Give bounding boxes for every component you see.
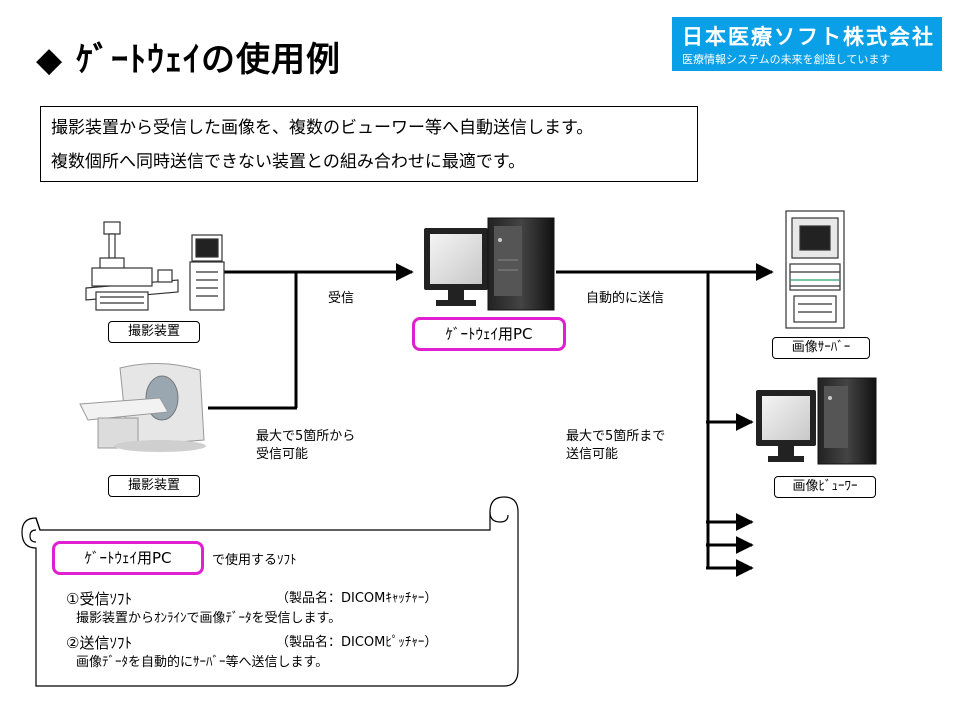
server-label: 画像ｻｰﾊﾞｰ [772,337,870,359]
scroll-heading: で使用するｿﾌﾄ [212,553,297,568]
soft2-name: ②送信ｿﾌﾄ [66,634,132,652]
gateway-label: ｹﾞｰﾄｳｪｲ用PC [412,317,566,351]
intro-box: 撮影装置から受信した画像を、複数のビューワー等へ自動送信します。 複数個所へ同時… [40,106,698,182]
viewer-label: 画像ﾋﾞｭｰﾜｰ [774,476,876,498]
auto-send-label: 自動的に送信 [586,291,665,306]
send-limit-line-2: 送信可能 [566,447,619,462]
workstation-icon [189,234,225,311]
soft1-name: ①受信ｿﾌﾄ [66,590,132,608]
send-limit-line-1: 最大で5箇所まで [566,429,666,444]
ct-scanner-icon [79,363,206,452]
receive-limit-note: 最大で5箇所から 受信可能 [256,428,355,464]
send-limit-note: 最大で5箇所まで 送信可能 [566,428,665,464]
image-server-icon [785,210,845,329]
company-logo: 日本医療ソフト株式会社 医療情報システムの未来を創造しています [672,17,942,71]
modality-label-1: 撮影装置 [108,321,200,343]
receive-limit-line-2: 受信可能 [256,447,309,462]
scroll-gateway-label: ｹﾞｰﾄｳｪｲ用PC [52,541,204,575]
receive-limit-line-1: 最大で5箇所から [256,429,356,444]
xray-device-icon [85,221,179,311]
connector-lines [208,263,774,577]
soft2-desc: 画像ﾃﾞｰﾀを自動的にｻｰﾊﾞｰ等へ送信します。 [76,655,329,670]
page-title: ◆ ｹﾞｰﾄｳｪｲの使用例 [36,40,341,80]
company-tagline: 医療情報システムの未来を創造しています [682,53,891,66]
soft1-product: （製品名：DICOMｷｬｯﾁｬｰ） [276,591,438,606]
intro-line-1: 撮影装置から受信した画像を、複数のビューワー等へ自動送信します。 [51,118,594,138]
image-viewer-icon [756,377,877,465]
soft2-product: （製品名：DICOMﾋﾟｯﾁｬｰ） [276,635,438,650]
gateway-pc-icon [424,217,555,311]
company-name: 日本医療ソフト株式会社 [682,25,935,49]
modality-label-2: 撮影装置 [108,475,200,497]
intro-line-2: 複数個所へ同時送信できない装置との組み合わせに最適です。 [51,152,526,172]
soft1-desc: 撮影装置からｵﾝﾗｲﾝで画像ﾃﾞｰﾀを受信します。 [76,611,342,626]
receive-label: 受信 [328,291,355,306]
